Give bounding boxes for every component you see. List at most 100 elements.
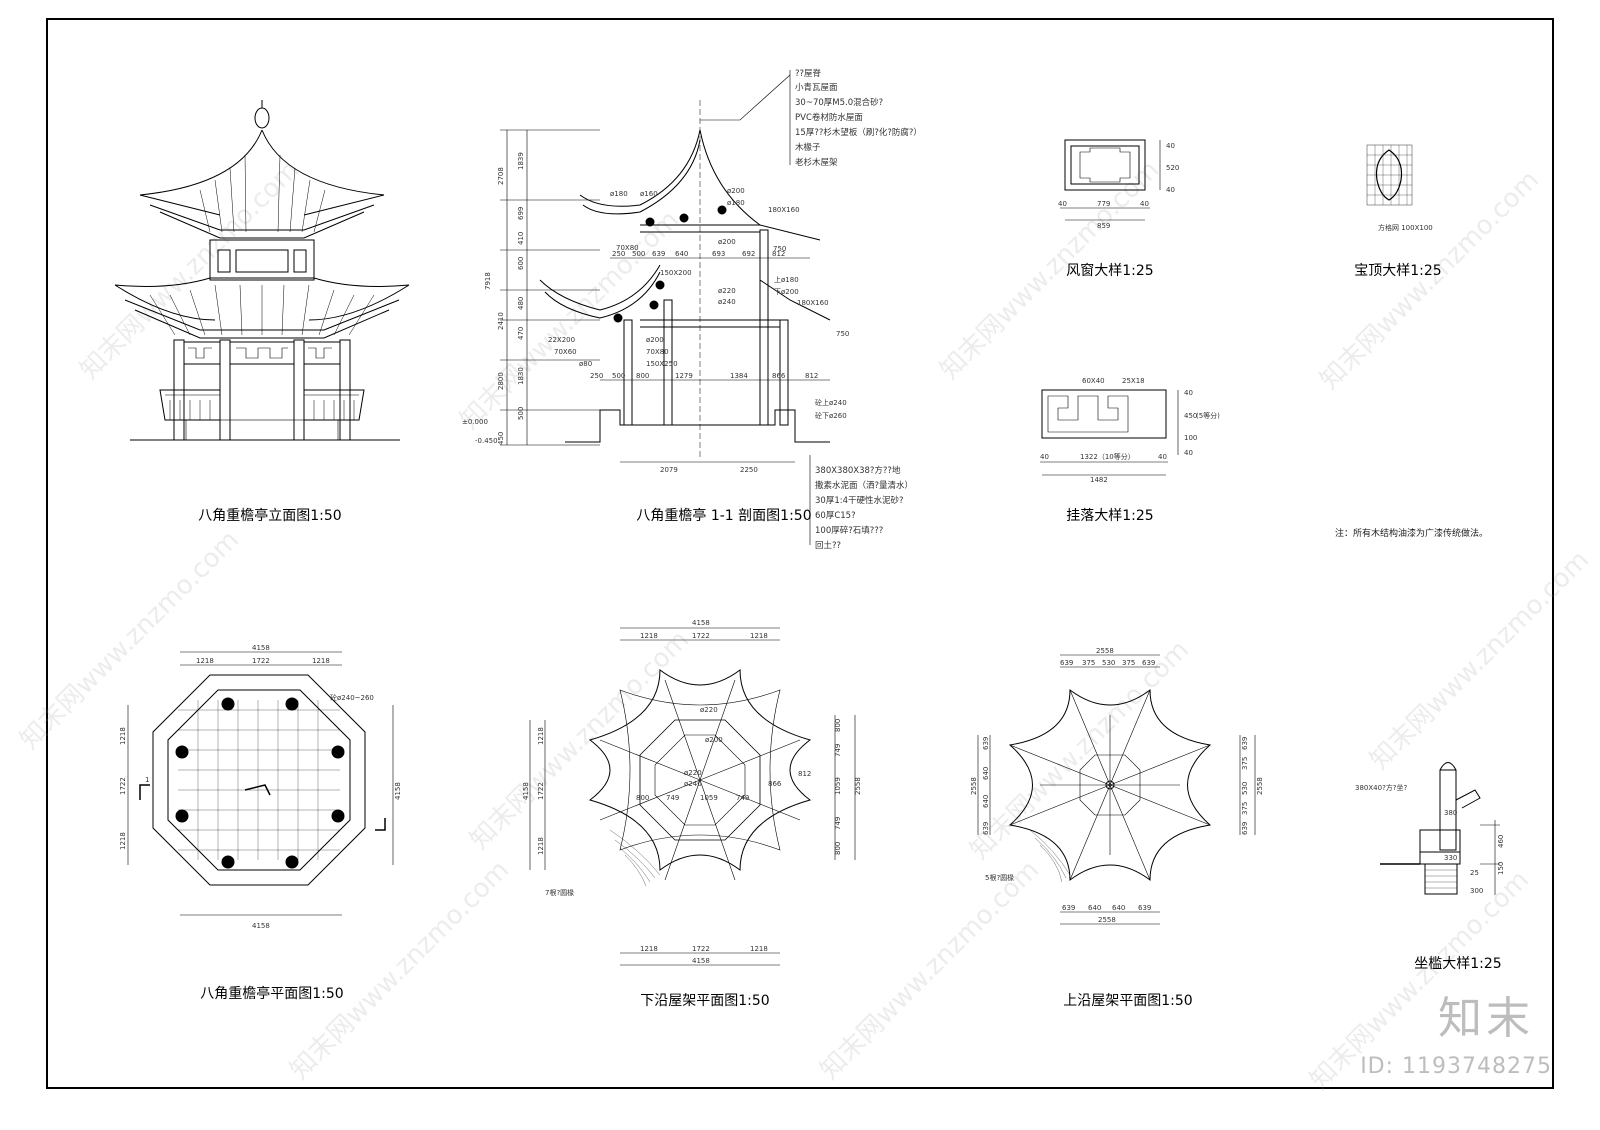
section-note: 15厚??杉木望板（刷?化?防腐?）: [795, 127, 922, 138]
general-note: 注：所有木结构油漆为广漆传统做法。: [1335, 529, 1489, 539]
title-finial: 宝顶大样1:25: [1354, 263, 1442, 279]
title-bench: 坐槛大样1:25: [1414, 956, 1502, 972]
dim: ø220: [700, 706, 718, 714]
wind-window-dims: 40 779 40 859 40 520 40: [1058, 142, 1179, 230]
pavilion-section: [500, 70, 831, 545]
finial-detail: [1366, 144, 1413, 206]
member-label: ø200: [718, 238, 736, 246]
title-hanging: 挂落大样1:25: [1066, 508, 1154, 524]
dim: 1279: [675, 372, 693, 380]
dim: 4158: [692, 619, 710, 627]
member-label: 150X200: [660, 269, 692, 277]
dim: 640: [1112, 904, 1125, 912]
dim: 640: [675, 250, 688, 258]
member-label: ø240: [718, 298, 736, 306]
dim: 639: [1060, 659, 1073, 667]
dim: 410: [517, 232, 525, 245]
dim: 1218: [312, 657, 330, 665]
dim: 150: [1497, 862, 1505, 875]
dim: (5等分): [1196, 411, 1220, 420]
dim: 866: [768, 780, 782, 788]
section-note: 60厚C15?: [815, 511, 856, 521]
member-label: 150X250: [646, 360, 678, 368]
member-label: 下ø200: [774, 288, 799, 296]
title-elevation: 八角重檐亭立面图1:50: [198, 508, 342, 524]
dim: 1722: [692, 632, 710, 640]
dim: 500: [612, 372, 625, 380]
upper-roof-frame-plan: [977, 654, 1256, 925]
member-label: 22X200: [548, 336, 575, 344]
member-label: 180X160: [797, 299, 829, 307]
dim: 749: [834, 744, 842, 757]
dim: 2250: [740, 466, 758, 474]
dim: 859: [1097, 222, 1110, 230]
member-label: ø180: [727, 199, 745, 207]
dim: 800: [834, 719, 842, 732]
level-mark: ±0.000: [462, 418, 488, 426]
member-label: ø200: [727, 187, 745, 195]
dim: 25X18: [1122, 377, 1145, 385]
bench-detail: [1380, 762, 1500, 895]
dim: 692: [742, 250, 755, 258]
section-note: 100厚碎?石填???: [815, 525, 883, 536]
dim: 375: [1122, 659, 1135, 667]
plan-dims: 4158 1218 1722 1218 4158 1218 1722 1218 …: [119, 644, 402, 930]
dim: 1218: [119, 832, 127, 850]
section-note: PVC卷材防水屋面: [795, 112, 863, 123]
dim: 812: [805, 372, 818, 380]
section-notes-bottom: 380X380X38?方??地 撒素水泥面（洒?量清水） 30厚1:4干硬性水泥…: [815, 465, 913, 551]
brand-logo: 知末: [1438, 993, 1534, 1044]
dim: 1839: [517, 152, 525, 170]
dim: 375: [1241, 757, 1249, 770]
dim: 639: [982, 822, 990, 835]
section-dims: 2708 2410 2800 450 7918 1839 699 410 600…: [462, 152, 849, 474]
dim: 470: [517, 327, 525, 340]
dim: 2558: [854, 777, 862, 795]
member-label: 70X80: [616, 244, 639, 252]
dim: 500: [632, 250, 645, 258]
dim: ø240: [684, 780, 702, 788]
dim: 1218: [750, 632, 768, 640]
member-label: ø220: [718, 287, 736, 295]
dim: 1722: [537, 782, 545, 800]
rafter-note: 5根?圆椽: [985, 873, 1014, 882]
member-label: 70X60: [554, 348, 577, 356]
dim: 40: [1166, 186, 1175, 194]
hanging-screen-detail: [1040, 389, 1179, 476]
dim: 639: [1241, 822, 1249, 835]
section-note: 撒素水泥面（洒?量清水）: [815, 480, 913, 491]
member-label: ø80: [579, 360, 592, 368]
dim: 640: [982, 795, 990, 808]
section-note: 木椽子: [795, 142, 821, 153]
member-label: 上ø180: [774, 275, 799, 284]
dim: 1482: [1090, 476, 1108, 484]
dim: 450: [1184, 412, 1197, 420]
dim: 812: [798, 770, 811, 778]
dim: 2558: [1256, 777, 1264, 795]
pavilion-plan: [127, 651, 394, 916]
member-label: 砼下ø260: [815, 411, 847, 420]
dim: 1218: [537, 837, 545, 855]
dim: 250: [590, 372, 603, 380]
title-section: 八角重檐亭 1-1 剖面图1:50: [636, 508, 812, 524]
dim: 1722: [252, 657, 270, 665]
dim: 25: [1470, 869, 1479, 877]
section-note: 30~70厚M5.0混合砂?: [795, 97, 883, 108]
dim: 4158: [252, 922, 270, 930]
dim: 40: [1040, 453, 1049, 461]
hanging-dims: 60X40 25X18 40 1322（10等分） 40 1482 40 450…: [1040, 377, 1220, 484]
dim: 380: [1444, 809, 1457, 817]
dim: 500: [517, 407, 525, 420]
dim: 2558: [1096, 647, 1114, 655]
dim: 749: [834, 817, 842, 830]
title-plan: 八角重檐亭平面图1:50: [200, 986, 344, 1002]
dim: 460: [1497, 835, 1505, 848]
dim: 749: [736, 794, 749, 802]
dim: 1218: [640, 945, 658, 953]
dim: 1218: [750, 945, 768, 953]
section-note: 380X380X38?方??地: [815, 465, 901, 476]
section-note: ??屋脊: [795, 68, 822, 79]
dim: 2079: [660, 466, 678, 474]
dim: 40: [1058, 200, 1067, 208]
